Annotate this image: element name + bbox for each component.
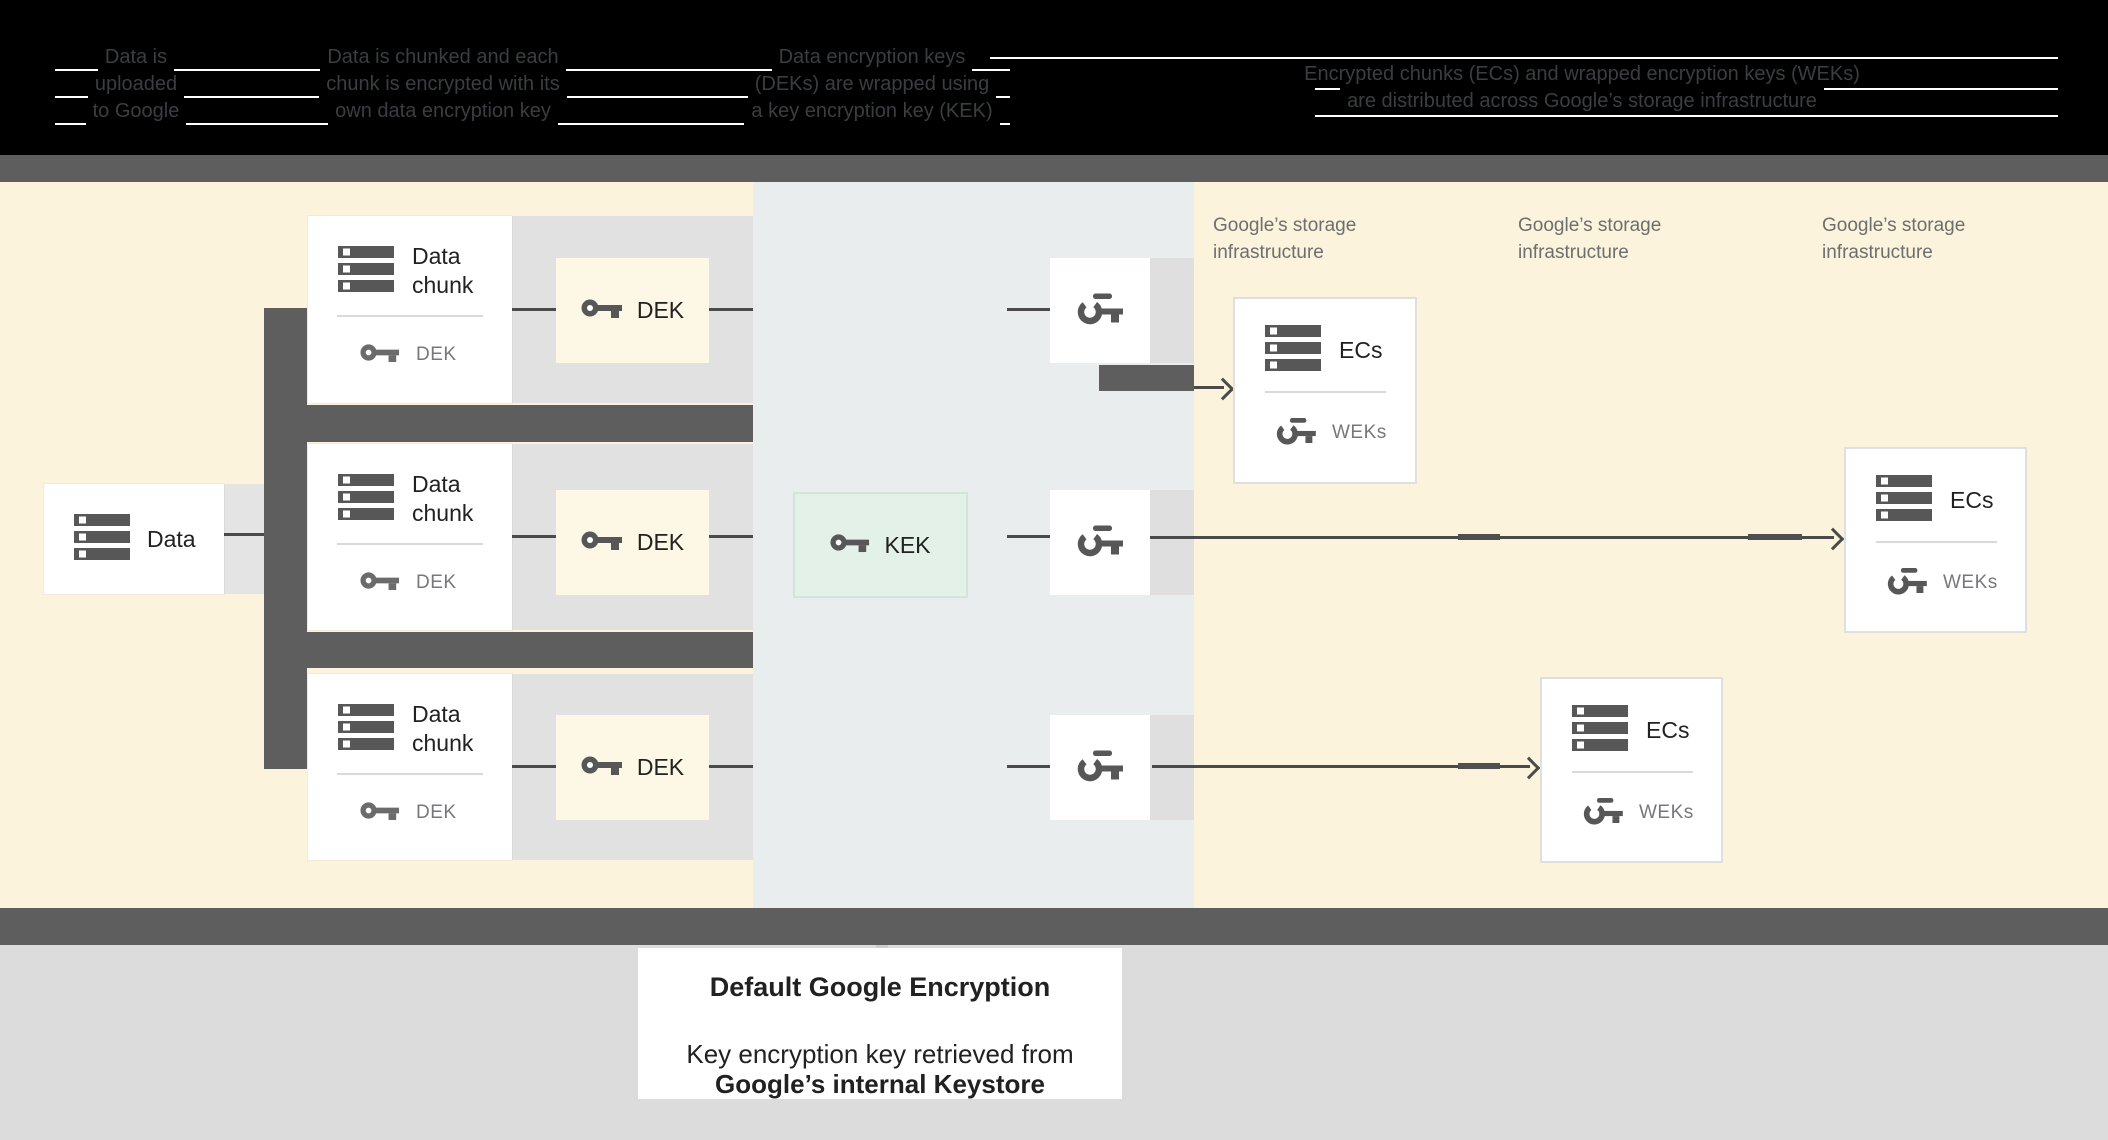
keybox-shadow-band <box>1150 258 1194 363</box>
dek-box: DEK <box>556 490 709 595</box>
arrow-line <box>1152 765 1530 768</box>
top-divider-bar <box>0 155 2108 182</box>
wrap-key-icon <box>1077 747 1123 788</box>
connector-pipe-out <box>1099 365 1194 391</box>
footer-title: Default Google Encryption <box>709 972 1051 1002</box>
connector-line <box>709 308 753 311</box>
ecs-title: ECs <box>1950 487 1994 513</box>
wrap-key-icon <box>1077 522 1123 563</box>
kek-box-label: KEK <box>884 531 931 558</box>
chunk-dek-label: DEK <box>416 802 457 823</box>
dek-box-label: DEK <box>636 297 685 323</box>
wek-label: WEKs <box>1943 572 1998 593</box>
chunk-server-icon <box>338 245 394 297</box>
key-icon <box>830 529 870 561</box>
card-divider <box>1572 771 1693 773</box>
arrow-line-segment <box>1458 534 1500 540</box>
wrap-key-icon <box>1077 290 1123 331</box>
kek-box: KEK <box>793 492 968 598</box>
chunk-server-icon <box>338 473 394 525</box>
data-box-label: Data <box>147 525 196 552</box>
data-box-shadow-band <box>224 484 264 594</box>
arrow-line-segment <box>1458 763 1500 769</box>
arrow-line <box>1194 386 1224 389</box>
wrapping-key-box <box>1050 258 1150 363</box>
card-divider <box>337 315 483 317</box>
wek-key-icon <box>1583 795 1623 831</box>
caption-distribution: Encrypted chunks (ECs) and wrapped encry… <box>1272 61 1892 115</box>
wek-label: WEKs <box>1332 422 1387 443</box>
ecs-title: ECs <box>1339 337 1383 363</box>
dek-box: DEK <box>556 715 709 820</box>
wek-label: WEKs <box>1639 802 1694 823</box>
footer-body: Key encryption key retrieved from Google… <box>686 1039 1074 1099</box>
arrow-line-segment <box>1748 534 1802 540</box>
dek-key-icon <box>360 797 400 829</box>
ecs-title: ECs <box>1646 717 1690 743</box>
caption-wrapping: Data encryption keys (DEKs) are wrapped … <box>712 44 1032 125</box>
ecs-card: ECs WEKs <box>1540 677 1723 863</box>
connector-line <box>1007 765 1050 768</box>
card-divider <box>1876 541 1997 543</box>
connector-pipe-1 <box>264 405 753 442</box>
chunk-dek-label: DEK <box>416 572 457 593</box>
wrapping-key-box <box>1050 715 1150 820</box>
wek-key-icon <box>1276 415 1316 451</box>
card-divider <box>1265 391 1386 393</box>
connector-line <box>512 308 556 311</box>
chunk-server-icon <box>338 703 394 755</box>
ecs-server-icon <box>1572 705 1628 756</box>
key-icon <box>581 751 623 784</box>
keybox-shadow-band <box>1150 490 1194 595</box>
footer-caption-card: Default Google Encryption Key encryption… <box>638 948 1122 1099</box>
dek-box-label: DEK <box>636 754 685 780</box>
chunk-dek-label: DEK <box>416 344 457 365</box>
dek-box: DEK <box>556 258 709 363</box>
connector-line <box>709 765 753 768</box>
connector-line <box>1007 535 1050 538</box>
card-divider <box>337 773 483 775</box>
wek-key-icon <box>1887 565 1927 601</box>
caption-chunking: Data is chunked and each chunk is encryp… <box>283 44 603 125</box>
key-icon <box>581 294 623 327</box>
card-divider <box>337 543 483 545</box>
bottom-divider-bar <box>0 908 2108 945</box>
connector-line <box>512 765 556 768</box>
data-server-icon <box>74 513 130 565</box>
header-rule <box>990 57 2058 59</box>
data-box: Data <box>44 484 224 594</box>
dek-key-icon <box>360 567 400 599</box>
ecs-card: ECs WEKs <box>1233 297 1417 484</box>
connector-line <box>709 535 753 538</box>
header-rule <box>1315 115 2058 117</box>
dek-key-icon <box>360 339 400 371</box>
dek-box-label: DEK <box>636 529 685 555</box>
ecs-server-icon <box>1876 475 1932 526</box>
connector-line <box>1007 308 1050 311</box>
connector-trunk <box>264 308 307 769</box>
connector-pipe-2 <box>264 632 753 668</box>
caption-upload: Data is uploaded to Google <box>36 44 236 125</box>
ecs-card: ECs WEKs <box>1844 447 2027 633</box>
connector-line <box>512 535 556 538</box>
wrapping-key-box <box>1050 490 1150 595</box>
connector-data-to-trunk <box>224 533 266 536</box>
ecs-server-icon <box>1265 325 1321 376</box>
key-icon <box>581 526 623 559</box>
